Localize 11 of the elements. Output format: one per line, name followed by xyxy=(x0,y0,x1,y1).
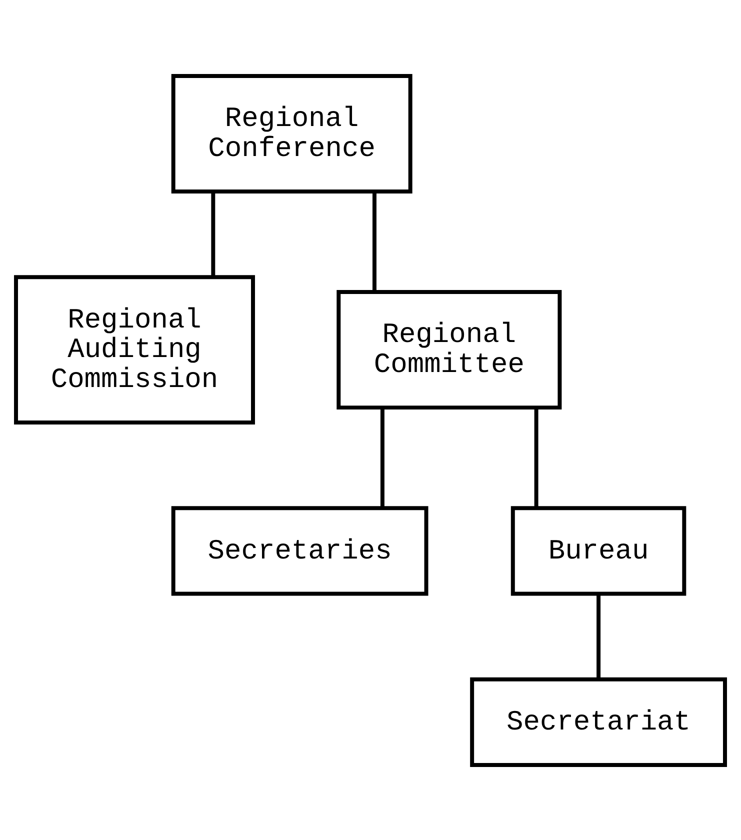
node-box: Bureau xyxy=(510,506,686,596)
node-box: Regional Committee xyxy=(336,290,562,410)
connector xyxy=(596,594,601,679)
connector xyxy=(372,191,376,292)
node-box: Secretaries xyxy=(171,506,428,596)
connector xyxy=(380,407,384,508)
node-box: Regional Auditing Commission xyxy=(14,274,255,424)
node-box: Secretariat xyxy=(470,676,727,767)
connector xyxy=(534,407,538,508)
node-box: Regional Conference xyxy=(171,73,412,193)
connector xyxy=(211,191,216,277)
